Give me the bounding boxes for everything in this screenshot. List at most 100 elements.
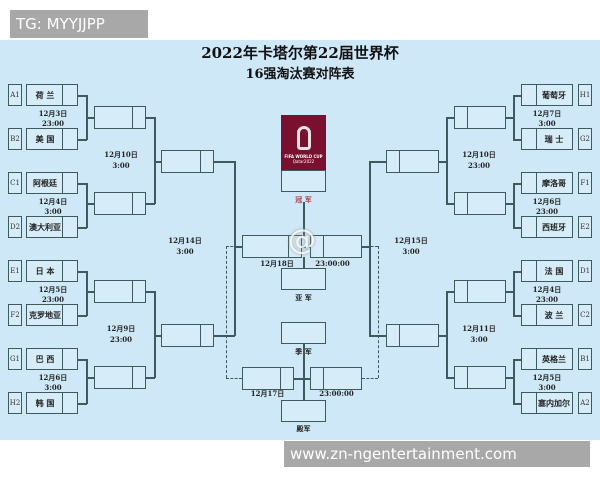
round-of-8-slot xyxy=(94,280,146,303)
page-title: 2022年卡塔尔第22届世界杯 xyxy=(201,44,399,62)
match-date: 12月6日 xyxy=(38,373,68,382)
team-box: 波 兰 xyxy=(521,304,573,326)
watermark-bottom: www.zn-ngentertainment.com xyxy=(284,441,590,467)
match-date: 12月14日 xyxy=(168,236,202,245)
group-code: C1 xyxy=(8,172,22,194)
bracket-line xyxy=(506,377,514,379)
fourth-place-label: 殿军 xyxy=(296,424,311,433)
group-code: F2 xyxy=(8,304,22,326)
bracket-line xyxy=(513,271,515,316)
runner-up-label: 亚 军 xyxy=(295,293,312,302)
match-time: 3:00 xyxy=(538,119,556,128)
score-cell xyxy=(522,349,537,369)
score-cell xyxy=(455,367,468,388)
bracket-line xyxy=(303,344,305,401)
trophy-logo: FIFA WORLD CUP Qatar2022 xyxy=(281,115,326,170)
bracket-line xyxy=(86,183,88,228)
group-code: E2 xyxy=(578,216,592,238)
score-cell xyxy=(132,367,145,388)
bracket-line xyxy=(513,359,515,404)
third-place-slot-right xyxy=(310,367,362,390)
score-cell xyxy=(522,217,537,237)
team-name: 塞内加尔 xyxy=(538,397,570,408)
score-cell xyxy=(455,193,468,214)
team-box: 日 本 xyxy=(26,260,78,282)
bracket-line xyxy=(86,117,95,119)
bracket-line xyxy=(78,227,87,229)
bracket-line xyxy=(214,161,235,163)
score-cell xyxy=(280,368,293,389)
match-date: 12月10日 xyxy=(104,150,138,159)
bracket-line xyxy=(513,315,522,317)
match-time: 23:00 xyxy=(41,295,65,304)
quarterfinal-slot xyxy=(386,324,439,347)
bracket-line xyxy=(303,257,305,269)
bracket-line xyxy=(78,139,87,141)
match-date: 12月9日 xyxy=(106,324,136,333)
bracket-line xyxy=(446,291,455,293)
score-cell xyxy=(455,107,468,128)
bracket-line xyxy=(78,359,87,361)
bracket-line xyxy=(294,378,311,380)
bracket-line xyxy=(86,359,88,404)
team-box: 葡萄牙 xyxy=(521,84,573,106)
team-name: 巴 西 xyxy=(35,353,55,364)
team-box: 美 国 xyxy=(26,128,78,150)
bracket-line xyxy=(446,117,448,204)
team-name: 美 国 xyxy=(35,133,55,144)
final-time: 23:00:00 xyxy=(315,259,350,268)
round-of-8-slot xyxy=(94,192,146,215)
match-date: 12月4日 xyxy=(532,285,562,294)
score-cell xyxy=(62,393,77,413)
bracket-line xyxy=(86,377,95,379)
match-time: 3:00 xyxy=(44,383,62,392)
score-cell xyxy=(62,305,77,325)
match-time: 3:00 xyxy=(112,161,130,170)
team-name: 瑞 士 xyxy=(544,133,564,144)
bracket-line xyxy=(369,161,371,336)
final-slot-left xyxy=(242,235,302,258)
team-name: 波 兰 xyxy=(544,309,564,320)
quarterfinal-slot xyxy=(161,150,214,173)
score-cell xyxy=(288,236,301,257)
team-box: 西班牙 xyxy=(521,216,573,238)
team-box: 英格兰 xyxy=(521,348,573,370)
bracket-line xyxy=(86,271,88,316)
bracket-line xyxy=(78,183,87,185)
team-box: 巴 西 xyxy=(26,348,78,370)
bracket-line xyxy=(146,203,155,205)
team-name: 英格兰 xyxy=(542,353,566,364)
team-box: 阿根廷 xyxy=(26,172,78,194)
trophy-icon xyxy=(296,126,311,150)
bracket-dashed-line xyxy=(226,246,242,247)
team-name: 克罗地亚 xyxy=(29,309,61,320)
score-cell xyxy=(62,85,77,105)
team-box: 瑞 士 xyxy=(521,128,573,150)
bracket-line xyxy=(369,161,387,163)
score-cell xyxy=(132,281,145,302)
score-cell xyxy=(200,325,213,346)
bracket-line xyxy=(506,291,514,293)
score-cell xyxy=(455,281,468,302)
score-cell xyxy=(387,325,400,346)
bracket-dashed-line xyxy=(362,378,378,379)
team-box: 荷 兰 xyxy=(26,84,78,106)
group-code: G2 xyxy=(578,128,592,150)
match-date: 12月5日 xyxy=(532,373,562,382)
score-cell xyxy=(387,151,400,172)
bracket-line xyxy=(513,95,522,97)
team-name: 葡萄牙 xyxy=(542,89,566,100)
team-name: 日 本 xyxy=(35,265,55,276)
bracket-line xyxy=(446,117,455,119)
page-subtitle: 16强淘汰赛对阵表 xyxy=(245,67,355,82)
score-cell xyxy=(311,368,324,389)
score-cell xyxy=(200,151,213,172)
bracket-line xyxy=(506,117,514,119)
group-code: G1 xyxy=(8,348,22,370)
match-time: 23:00 xyxy=(41,119,65,128)
group-code: D2 xyxy=(8,216,22,238)
team-name: 韩 国 xyxy=(35,397,55,408)
third-match-date: 12月17日 xyxy=(250,389,285,398)
group-code: D1 xyxy=(578,260,592,282)
match-date: 12月5日 xyxy=(38,285,68,294)
